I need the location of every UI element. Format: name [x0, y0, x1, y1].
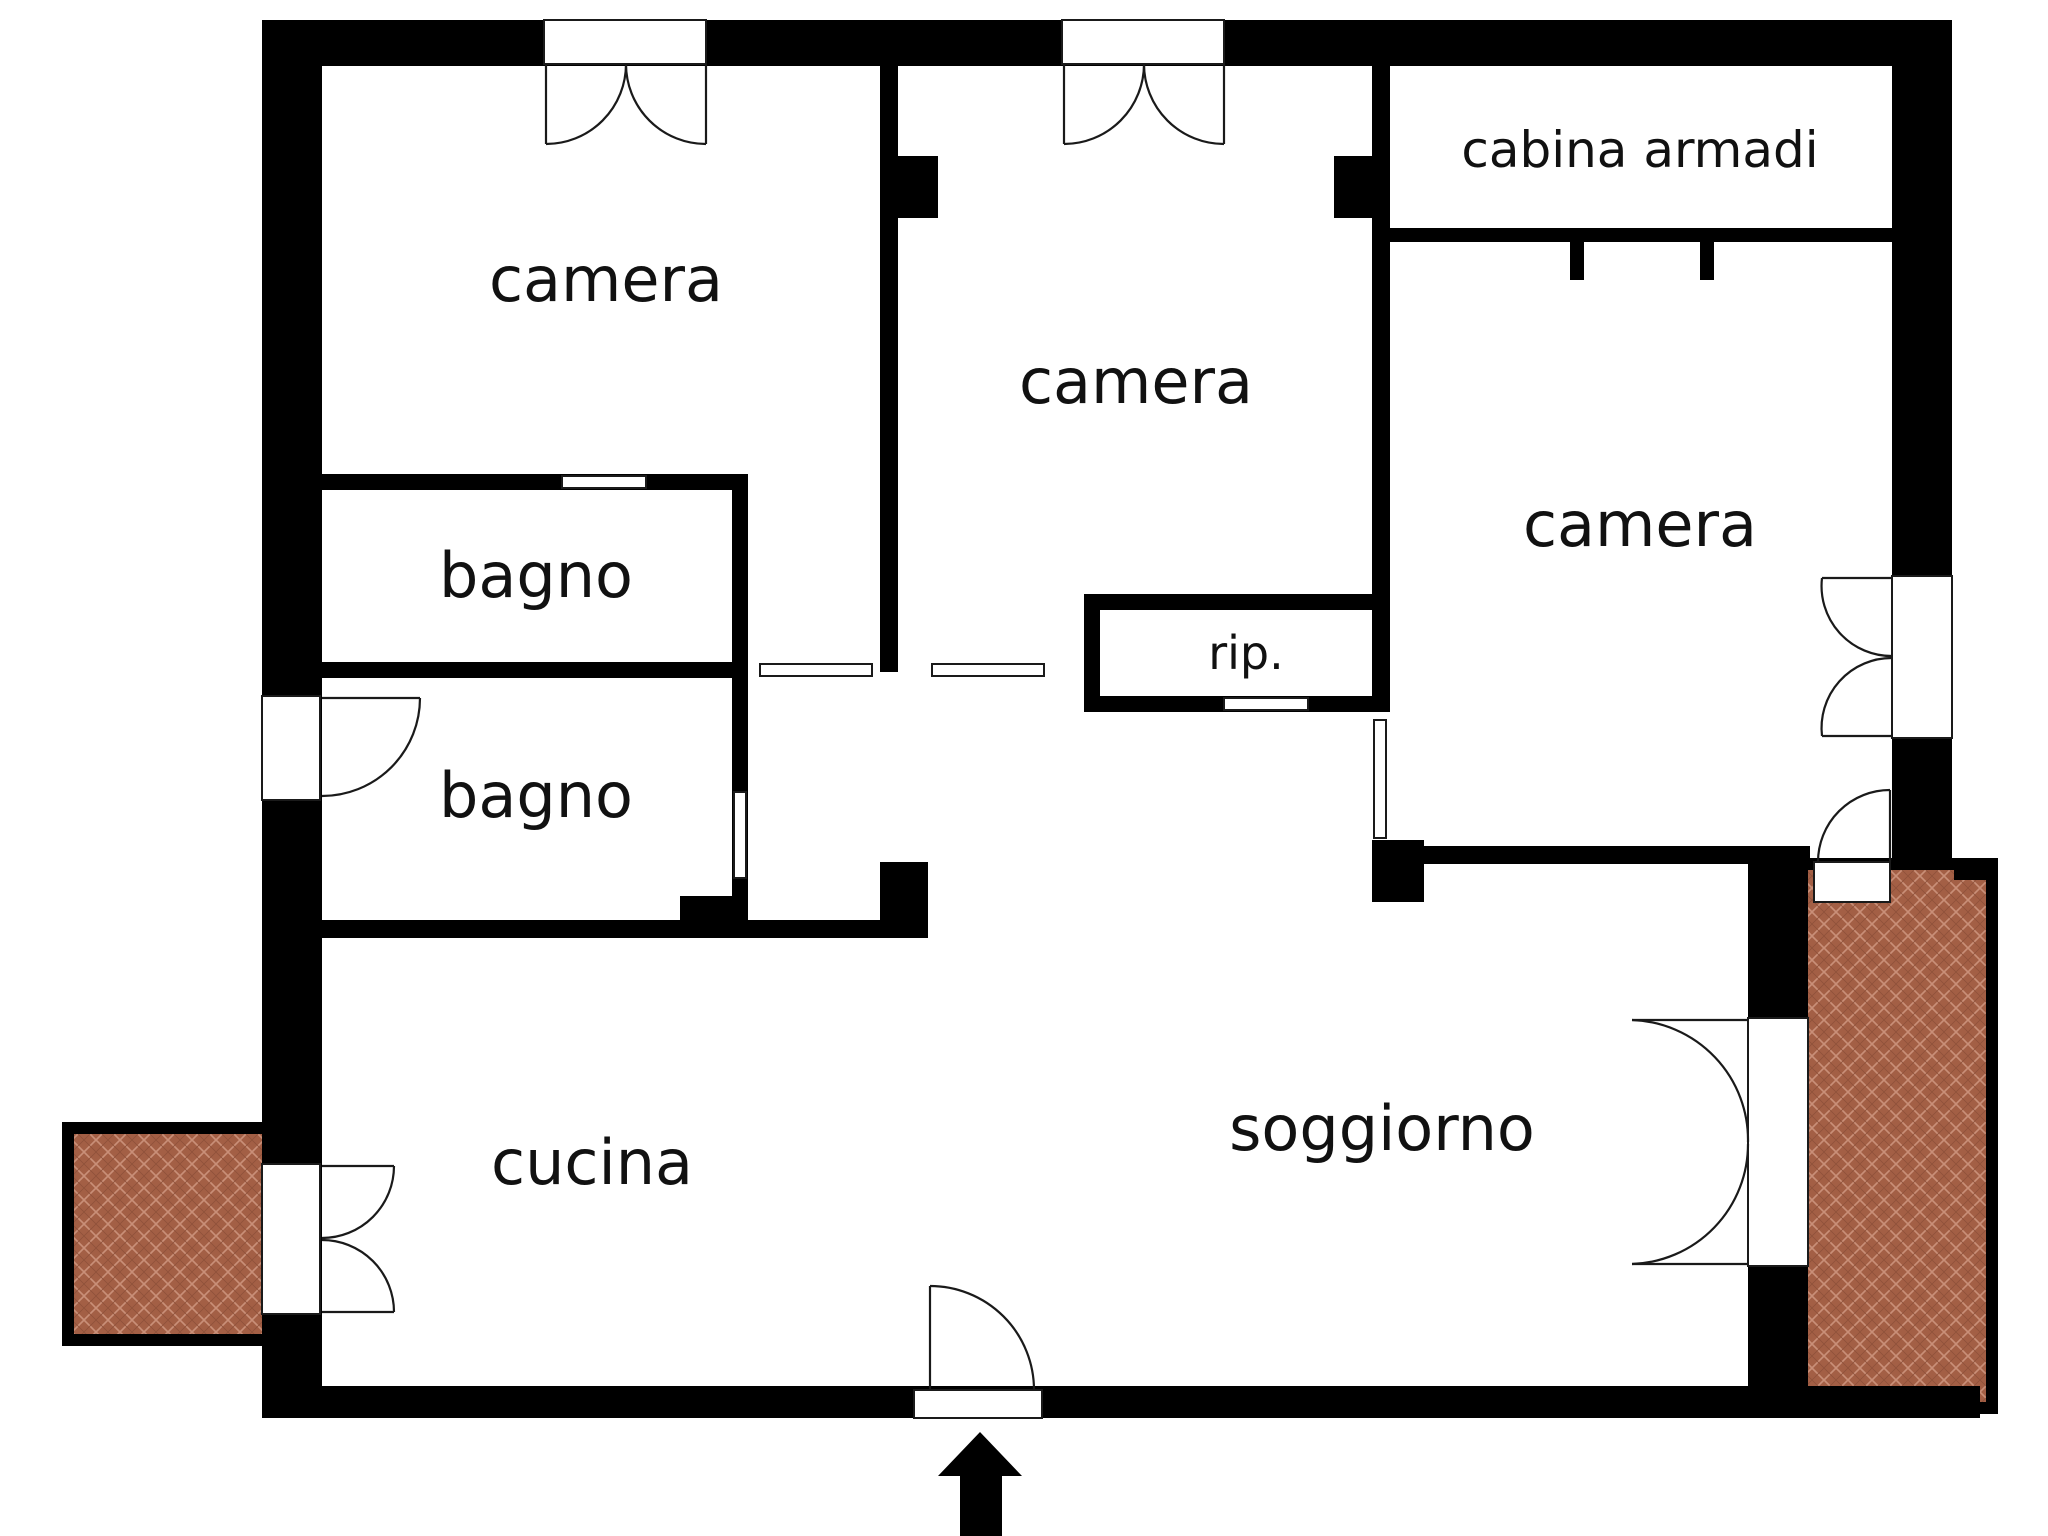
room-label-cucina: cucina	[491, 1126, 693, 1199]
entrance-arrow-icon	[938, 1432, 1022, 1536]
room-label-ripostiglio: rip.	[1208, 626, 1284, 680]
terrace-right	[1808, 858, 1998, 1414]
room-label-bagno-2: bagno	[439, 759, 633, 832]
room-label-cabina-armadi: cabina armadi	[1461, 121, 1818, 179]
terrace-left	[62, 1122, 264, 1346]
room-label-bagno-1: bagno	[439, 539, 633, 612]
walls	[262, 20, 1980, 1418]
room-label-camera-3: camera	[1523, 488, 1757, 561]
room-label-soggiorno: soggiorno	[1229, 1092, 1535, 1165]
room-label-camera-2: camera	[1019, 345, 1253, 418]
room-label-camera-1: camera	[489, 243, 723, 316]
doors	[321, 63, 1893, 1391]
